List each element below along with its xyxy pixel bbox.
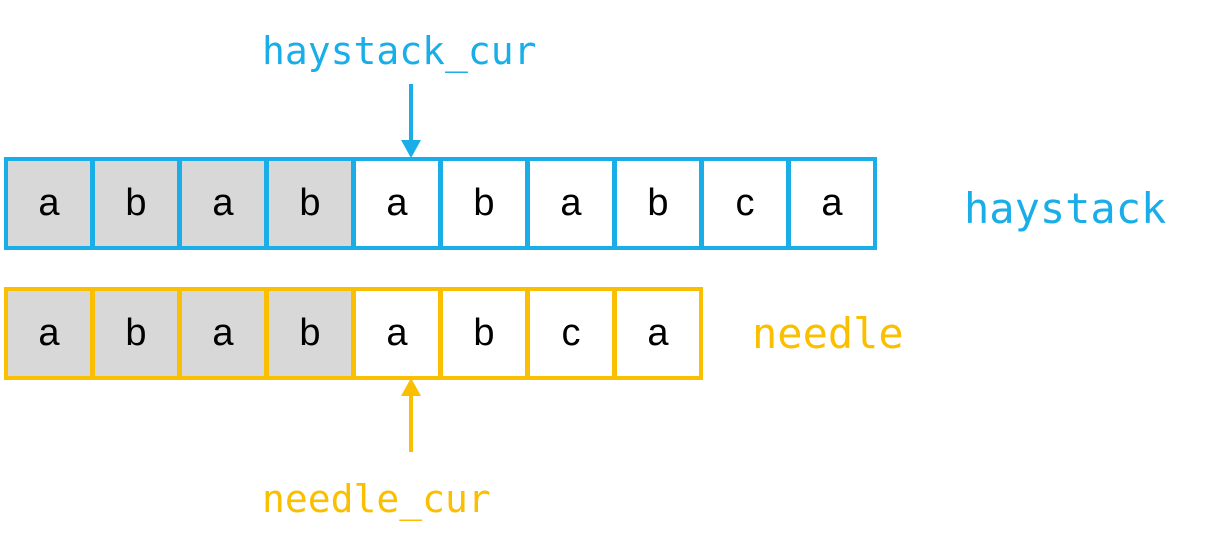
needle-cell-3: b: [265, 287, 355, 380]
haystack-cur-arrow: [401, 84, 421, 158]
needle-cur-arrow: [401, 378, 421, 452]
haystack-cur-label: haystack_cur: [262, 29, 537, 73]
haystack-cell-7: b: [613, 157, 703, 250]
haystack-cell-0: a: [4, 157, 94, 250]
haystack-cell-5: b: [439, 157, 529, 250]
haystack-cell-8: c: [700, 157, 790, 250]
haystack-cell-9: a: [787, 157, 877, 250]
needle-cell-5: b: [439, 287, 529, 380]
needle-cell-1: b: [91, 287, 181, 380]
haystack-cell-3: b: [265, 157, 355, 250]
haystack-label: haystack: [964, 184, 1167, 233]
haystack-cell-6: a: [526, 157, 616, 250]
haystack-cell-2: a: [178, 157, 268, 250]
needle-cell-2: a: [178, 287, 268, 380]
needle-cell-6: c: [526, 287, 616, 380]
haystack-cell-4: a: [352, 157, 442, 250]
needle-cell-0: a: [4, 287, 94, 380]
needle-cell-7: a: [613, 287, 703, 380]
needle-cell-4: a: [352, 287, 442, 380]
haystack-cell-1: b: [91, 157, 181, 250]
needle-label: needle: [752, 309, 904, 358]
needle-cur-label: needle_cur: [262, 477, 491, 521]
